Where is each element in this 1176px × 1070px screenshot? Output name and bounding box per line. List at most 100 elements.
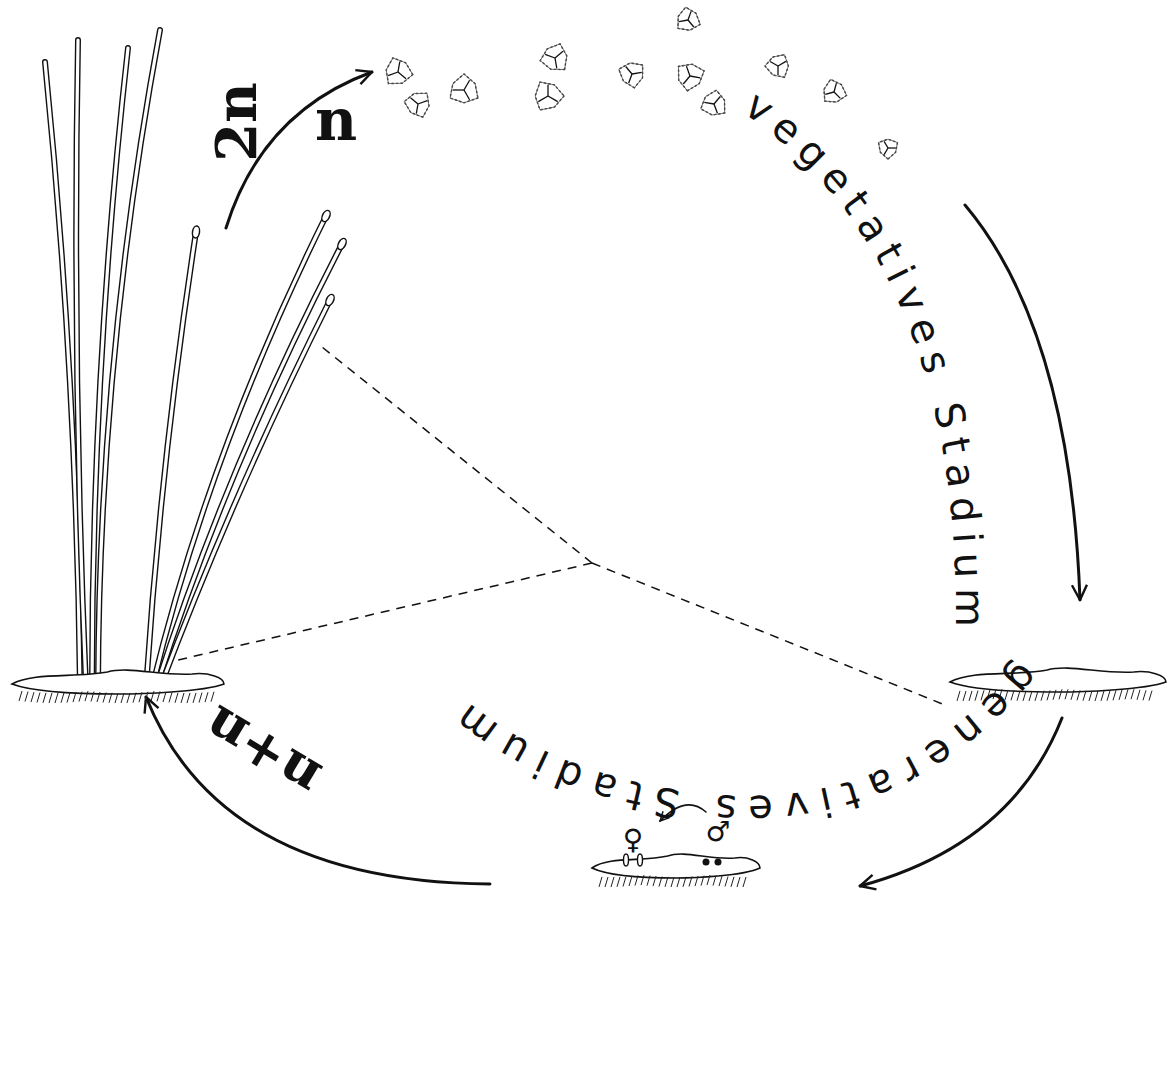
trilete-mark (416, 104, 418, 114)
trilete-mark (626, 67, 632, 75)
trilete-mark (888, 147, 896, 148)
spore-outline (535, 82, 564, 110)
spore-wall (535, 82, 564, 110)
spore-wall (386, 58, 413, 84)
trilete-mark (825, 92, 834, 94)
stalk-outline (160, 300, 330, 688)
capsule (320, 209, 332, 223)
thallus-body (950, 668, 1166, 692)
trilete-mark (398, 62, 400, 72)
spore-wall (879, 139, 898, 159)
sex-symbol: ♀ (623, 826, 644, 854)
spore-outline (824, 79, 847, 102)
trilete-mark (834, 83, 836, 92)
spore-wall (679, 64, 705, 91)
dashed-line (592, 563, 945, 705)
trilete-mark (686, 66, 690, 76)
antheridium (703, 859, 710, 866)
capsule (324, 293, 336, 307)
cycle-arrow (860, 718, 1062, 886)
trilete-mark (714, 104, 717, 113)
trilete-mark (547, 85, 548, 96)
spore-outline (879, 139, 898, 159)
spore (535, 82, 564, 110)
trilete-mark (777, 66, 778, 75)
spore (404, 93, 429, 117)
spore (450, 74, 478, 103)
ploidy-label: 2n (208, 82, 264, 162)
cycle-arrows (146, 72, 1080, 886)
thallus-body (12, 670, 224, 694)
dashed-line (178, 563, 592, 660)
archegonium (638, 854, 643, 866)
spore-wall (404, 93, 429, 117)
dashed-divider (178, 347, 945, 705)
rhizoids (957, 689, 1152, 701)
trilete-mark (683, 76, 690, 84)
trilete-mark (690, 76, 700, 78)
trilete-mark (770, 62, 778, 67)
trilete-mark (632, 72, 642, 74)
prothallium (12, 670, 224, 703)
stage-label: vegetatives Stadium (737, 82, 993, 627)
sporophyte-stalk (76, 40, 86, 688)
trilete-mark (555, 58, 557, 68)
thallus-body (592, 854, 760, 878)
cycle-arrow (965, 205, 1080, 600)
spore (540, 44, 567, 70)
stage-label: generatives Stadium (447, 654, 1048, 833)
spores (386, 7, 897, 159)
spore (765, 55, 788, 78)
spore (879, 139, 898, 159)
spore-wall (824, 79, 847, 102)
spore (678, 7, 700, 30)
spore-wall (701, 90, 725, 115)
spore-outline (765, 55, 788, 78)
trilete-mark (778, 61, 786, 66)
rhizoids (599, 875, 746, 887)
trilete-mark (388, 72, 398, 76)
spore-wall (450, 74, 478, 103)
prothallia (12, 668, 1166, 887)
dashed-line (322, 347, 592, 563)
spore-wall (619, 63, 643, 88)
trilete-mark (538, 96, 548, 102)
sporophyte-stalk (160, 293, 336, 688)
spore-outline (386, 58, 413, 84)
prothallium (592, 854, 760, 887)
trilete-mark (398, 72, 406, 79)
spore-outline (404, 93, 429, 117)
archegonium (624, 854, 629, 866)
cycle-arrow (146, 697, 490, 884)
spore (679, 64, 705, 91)
spore-outline (450, 74, 478, 103)
sporophyte-stalk (156, 237, 348, 688)
trilete-mark (464, 90, 470, 100)
stalk-outline (76, 40, 86, 688)
trilete-mark (629, 74, 632, 83)
spore-outline (540, 44, 567, 70)
spore-outline (619, 63, 643, 88)
stalk-fill (156, 244, 342, 688)
spore (619, 63, 643, 88)
trilete-mark (679, 20, 688, 22)
spore-outline (701, 90, 725, 115)
trilete-mark (688, 20, 694, 27)
fertilisation-arrow (660, 805, 706, 821)
spore-outline (679, 64, 705, 91)
spore (701, 90, 725, 115)
trilete-mark (464, 80, 470, 90)
trilete-mark (714, 97, 720, 105)
trilete-mark (884, 148, 888, 155)
stalk-fill (160, 300, 330, 688)
rhizoids (19, 691, 214, 703)
trilete-mark (548, 96, 558, 102)
sex-symbol: ♂ (705, 818, 730, 846)
sporophyte-stalk (146, 226, 200, 688)
trilete-mark (834, 92, 840, 98)
spore (386, 58, 413, 84)
trilete-mark (704, 102, 714, 104)
ploidy-label: n (315, 91, 357, 149)
